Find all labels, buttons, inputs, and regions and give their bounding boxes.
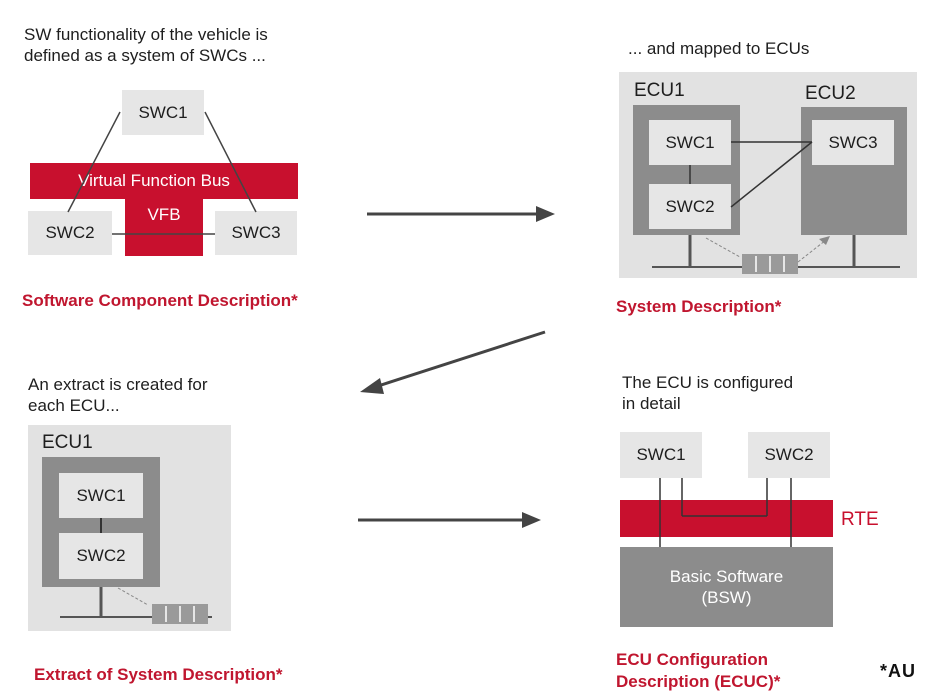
swc1-box: SWC1 bbox=[122, 90, 204, 135]
q1-caption: Software Component Description* bbox=[22, 291, 298, 310]
extract-swc1-box: SWC1 bbox=[59, 473, 143, 518]
extract-swc2-box: SWC2 bbox=[59, 533, 143, 579]
sys-swc1-box: SWC1 bbox=[649, 120, 731, 165]
swc2-box: SWC2 bbox=[28, 211, 112, 255]
sys-swc2-box: SWC2 bbox=[649, 184, 731, 229]
cfg-swc2-box: SWC2 bbox=[748, 432, 830, 478]
sys-swc3-box: SWC3 bbox=[812, 120, 894, 165]
arrow-q3-to-q4 bbox=[358, 512, 541, 528]
swc3-box: SWC3 bbox=[215, 211, 297, 255]
autosar-logo: *AU bbox=[880, 661, 917, 681]
q2-intro-text: ... and mapped to ECUs bbox=[628, 39, 810, 58]
extract-ecu1-label: ECU1 bbox=[42, 432, 93, 453]
q3-caption: Extract of System Description* bbox=[34, 665, 283, 684]
rte-label: RTE bbox=[841, 509, 879, 530]
q2-caption: System Description* bbox=[616, 297, 782, 316]
virtual-function-bus-bar: Virtual Function Bus bbox=[30, 163, 298, 199]
virtual-function-bus-label: Virtual Function Bus bbox=[78, 171, 230, 190]
cfg-swc1-box: SWC1 bbox=[620, 432, 702, 478]
ecu1-label: ECU1 bbox=[634, 80, 685, 101]
q4-intro-text: The ECU is configured in detail bbox=[622, 373, 794, 413]
arrow-q1-to-q2 bbox=[367, 206, 555, 222]
arrow-q2-to-q3 bbox=[360, 330, 546, 394]
q4-caption: ECU Configuration Description (ECUC)* bbox=[616, 650, 781, 691]
vfb-label: VFB bbox=[147, 205, 181, 224]
rte-bar bbox=[620, 500, 833, 537]
q1-intro-text: SW functionality of the vehicle is defin… bbox=[24, 25, 268, 65]
ecu2-label: ECU2 bbox=[805, 83, 856, 104]
bsw-label: Basic Software (BSW) bbox=[669, 567, 784, 607]
q3-intro-text: An extract is created for each ECU... bbox=[28, 375, 208, 415]
bsw-block: Basic Software (BSW) bbox=[620, 547, 833, 627]
vfb-block: VFB bbox=[125, 199, 203, 256]
